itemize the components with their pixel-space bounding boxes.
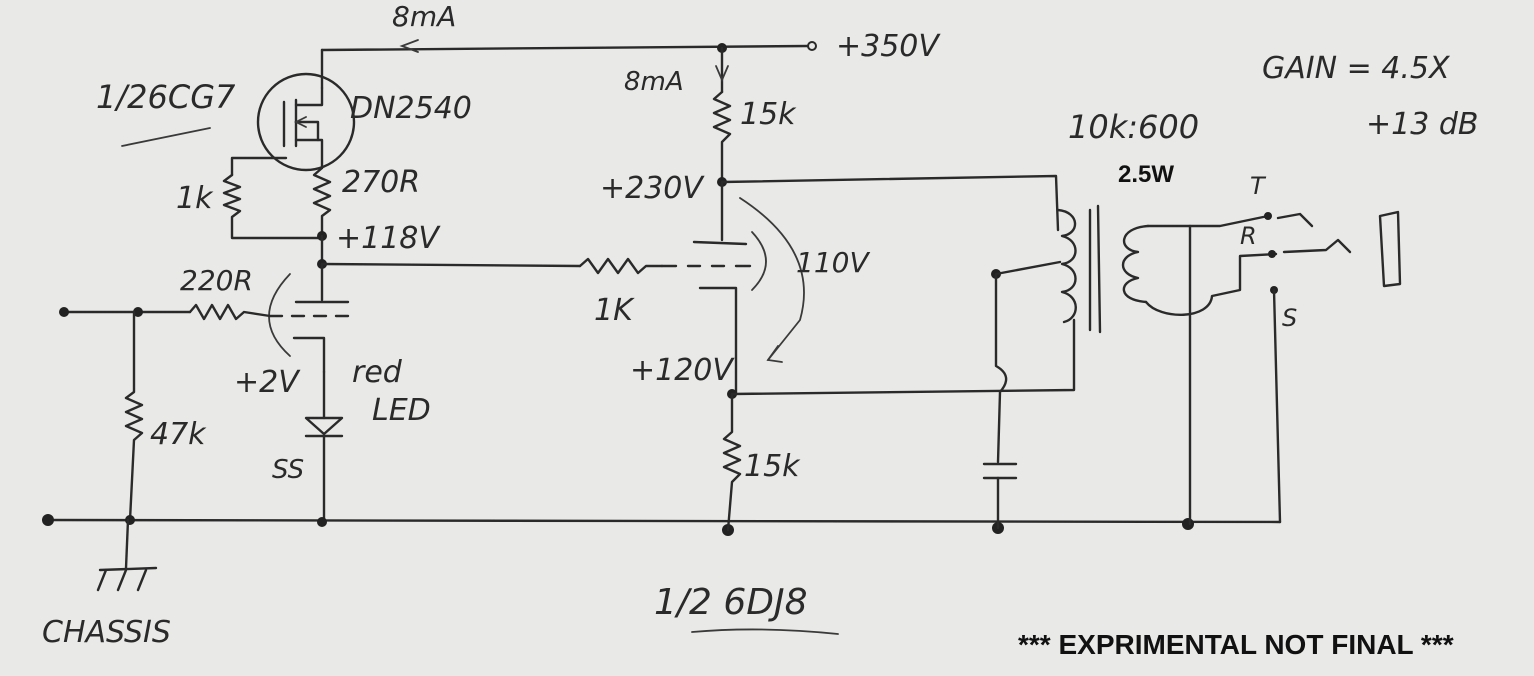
label-jack-ring: R [1240,222,1257,250]
triode-right [660,197,805,396]
label-gain-db: +13 dB [1366,107,1478,142]
label-led-line2: LED [372,393,431,428]
resistor-15k-bottom [722,392,742,532]
label-led-line1: red [352,355,403,390]
label-r15k-top: 15k [740,97,797,132]
resistor-47k [124,310,144,522]
supply-rail [320,39,817,90]
capacitor-branch [982,260,1062,530]
label-current-right: 8mA [624,67,684,97]
output-jack [1188,210,1402,524]
label-jack-tip: T [1250,172,1267,200]
label-v2: +2V [234,365,301,400]
label-tube-left: 1/26CG7 [96,78,236,116]
label-r47k: 47k [150,417,207,452]
resistor-15k-top [712,90,732,184]
label-chassis: CHASSIS [42,615,171,650]
label-r1k-grid: 1K [594,293,635,328]
label-r270: 270R [342,165,420,200]
label-note: *** EXPRIMENTAL NOT FINAL *** [1018,629,1454,660]
label-v120: +120V [630,353,735,388]
current-arrow-down [715,65,729,83]
resistor-270r [312,166,332,234]
label-transformer-ratio: 10k:600 [1068,108,1199,146]
label-r1k-left: 1k [176,181,214,216]
mosfet-symbol [256,72,356,172]
label-v118: +118V [336,221,441,256]
ground-rail [42,514,1282,536]
led-symbol [304,370,344,524]
label-gain: GAIN = 4.5X [1262,51,1451,86]
current-arrow-left [399,39,419,53]
resistor-1k-left [222,156,324,240]
label-ss: SS [272,455,304,485]
input-network [59,303,272,321]
label-jack-sleeve: S [1282,304,1297,332]
label-r15k-bottom: 15k [744,449,801,484]
label-tube-right: 1/2 6DJ8 [654,582,808,623]
label-power-rating: 2.5W [1118,161,1174,188]
label-mosfet: DN2540 [350,91,472,126]
label-v230: +230V [600,171,705,206]
triode-left [268,262,350,374]
label-supply-voltage: +350V [836,29,941,64]
resistor-1k-grid [578,257,664,275]
chassis-ground-symbol [96,518,158,592]
label-v110: 110V [796,246,870,279]
label-r220: 220R [180,264,253,297]
label-current-top: 8mA [392,0,456,33]
transformer-symbol [1056,204,1278,526]
